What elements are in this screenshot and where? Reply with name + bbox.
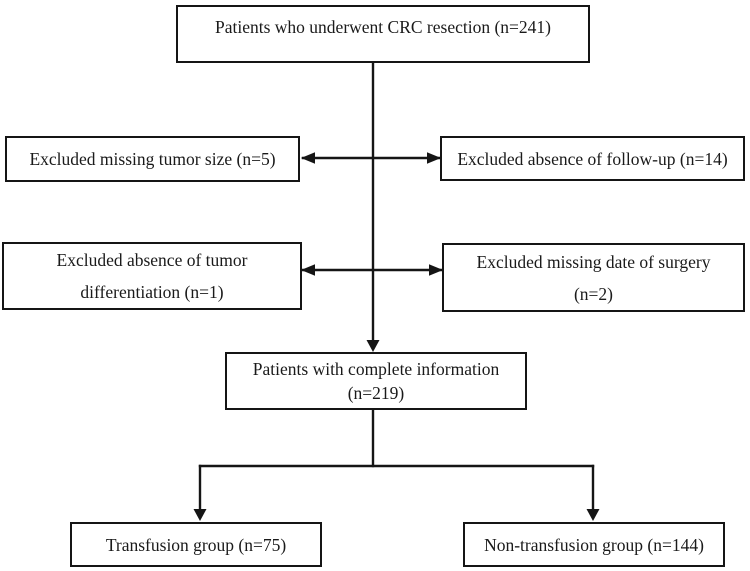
node-crc-resection: Patients who underwent CRC resection (n=… xyxy=(176,5,590,63)
node-label: differentiation (n=1) xyxy=(80,282,224,302)
node-complete-information: Patients with complete information (n=21… xyxy=(225,352,527,410)
node-transfusion-group: Transfusion group (n=75) xyxy=(70,522,322,567)
node-excluded-tumor-size: Excluded missing tumor size (n=5) xyxy=(5,136,300,182)
node-label: Transfusion group (n=75) xyxy=(105,534,287,555)
arrow-exclusions-row2 xyxy=(301,264,443,276)
node-label: (n=219) xyxy=(347,383,405,403)
arrow-complete-to-groups xyxy=(193,408,600,521)
node-label: Patients who underwent CRC resection (n=… xyxy=(215,17,551,37)
node-label: Non-transfusion group (n=144) xyxy=(484,534,704,555)
node-label: Excluded missing tumor size (n=5) xyxy=(29,149,276,169)
node-label: Excluded missing date of surgery xyxy=(476,251,711,272)
node-label: Patients with complete information xyxy=(252,359,500,379)
node-excluded-differentiation: Excluded absence of tumor differentiatio… xyxy=(2,242,302,310)
node-excluded-surgery-date: Excluded missing date of surgery (n=2) xyxy=(442,243,745,312)
node-label: Excluded absence of follow-up (n=14) xyxy=(457,148,728,169)
node-label: (n=2) xyxy=(573,283,614,304)
arrow-exclusions-row1 xyxy=(301,152,441,164)
node-excluded-followup: Excluded absence of follow-up (n=14) xyxy=(440,136,745,181)
arrow-resection-to-complete xyxy=(366,61,380,352)
node-label: Excluded absence of tumor xyxy=(56,250,248,270)
node-non-transfusion-group: Non-transfusion group (n=144) xyxy=(463,522,725,567)
